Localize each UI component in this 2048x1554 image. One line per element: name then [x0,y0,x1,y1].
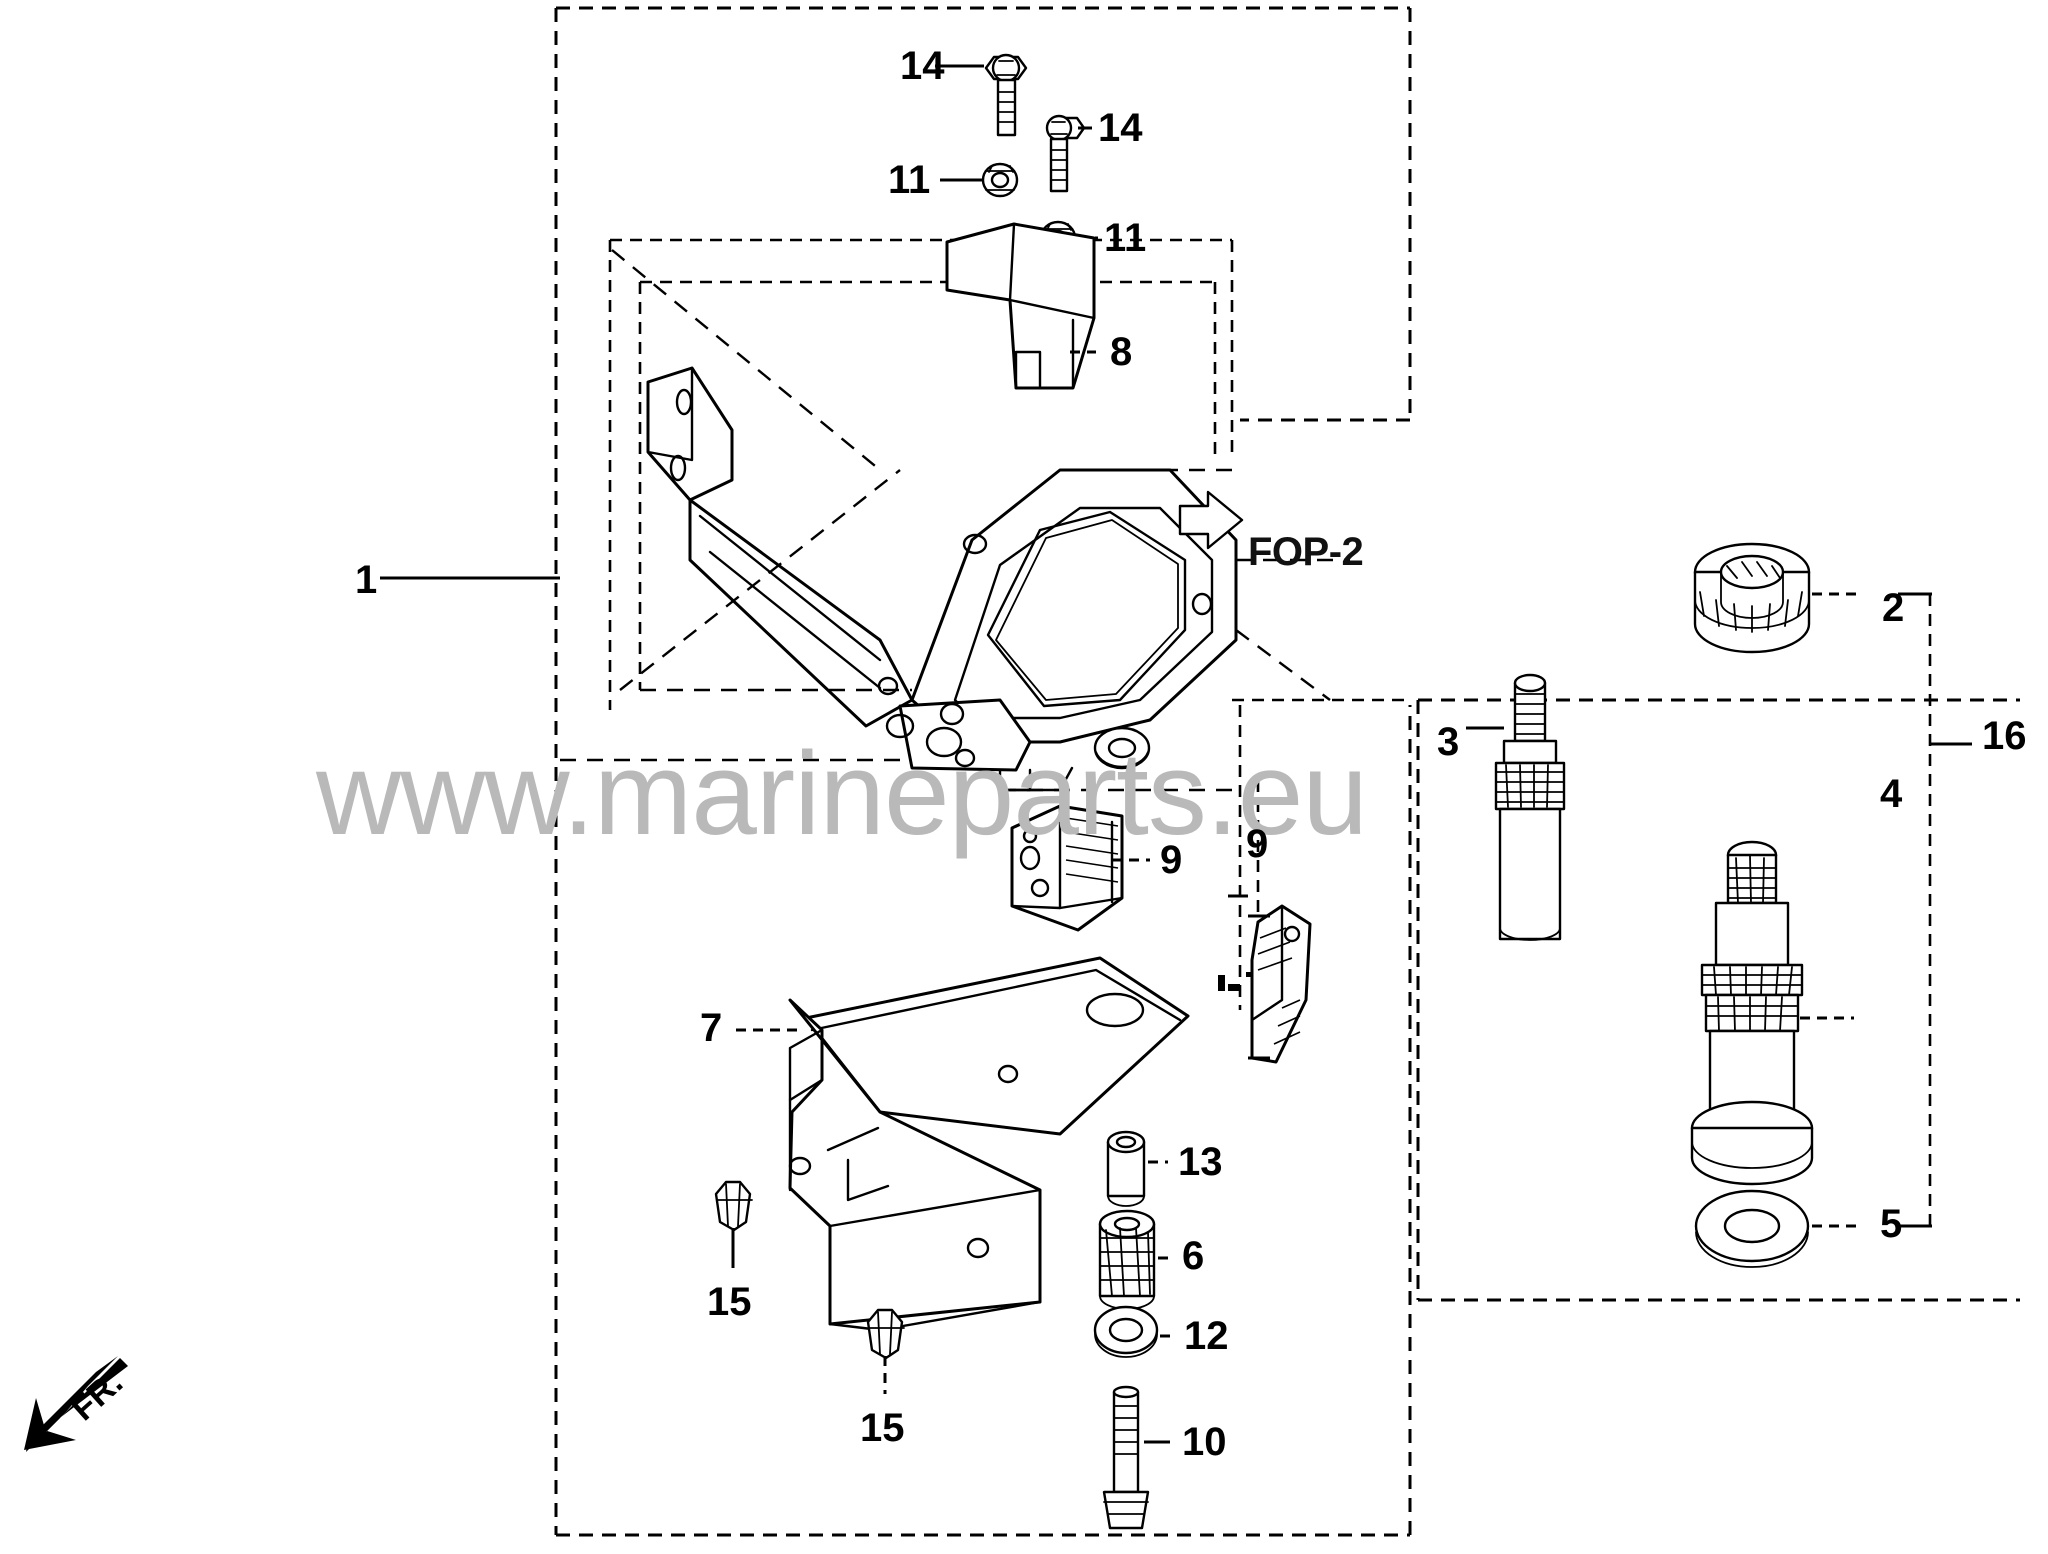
callout-6: 6 [1182,1234,1205,1278]
clip-left-15 [714,1180,753,1232]
front-direction-label: FR. [64,1363,131,1429]
callout-4: 4 [1880,772,1903,816]
frame-bracket-zone [608,238,1234,710]
frame-mid-divider [1232,698,1410,1010]
callout-11-left: 11 [888,158,931,202]
callout-1: 1 [355,558,378,602]
hex-bolt-right-14 [1045,114,1086,193]
flange-bolt-10 [1102,1385,1150,1530]
watermark-text: www.marineparts.eu [316,728,1368,860]
front-direction-arrow-icon [24,1356,128,1452]
callout-2: 2 [1882,586,1905,630]
collar-spacer-13 [1106,1130,1146,1207]
plain-washer-12 [1093,1305,1159,1358]
fop-reference-label: FOP-2 [1248,530,1364,574]
small-glyph-mark [1218,972,1251,991]
callout-7: 7 [700,1006,723,1050]
main-bracket-1 [646,366,1238,792]
callout-11-right: 11 [1104,216,1147,260]
fop-arrow-icon [1178,490,1244,550]
mount-bracket-lower-7 [788,956,1190,1332]
callout-9-right: 9 [1246,822,1269,866]
callout-15-left: 15 [707,1280,752,1324]
bracket-16 [1898,592,1972,1228]
angle-bracket-right-9 [1250,904,1312,1064]
callout-10: 10 [1182,1420,1227,1464]
callout-12: 12 [1184,1314,1229,1358]
clip-right-15 [866,1308,905,1360]
pivot-pin-short-3 [1494,673,1566,941]
collar-nut-2 [1693,542,1811,654]
hidden-construction-lines [560,249,1350,792]
callout-5: 5 [1880,1202,1903,1246]
frame-bracket-zone-inner [638,280,1217,690]
callout-3: 3 [1437,720,1460,764]
callout-9-left: 9 [1160,838,1183,882]
frame-upper-right [1240,8,1412,422]
cover-bracket-8 [945,222,1096,390]
angle-bracket-left-9 [1010,804,1124,932]
flange-nut-left-11 [981,162,1019,198]
callout-14-right: 14 [1098,106,1143,150]
washer-5 [1694,1189,1810,1268]
pivot-shaft-flanged-4 [1690,840,1814,1186]
callout-13: 13 [1178,1140,1223,1184]
callout-14-left: 14 [900,44,945,88]
callout-15-right: 15 [860,1406,905,1450]
hex-bolt-left-14 [984,53,1028,137]
ring-washer-top [1093,726,1151,770]
callout-16: 16 [1982,714,2027,758]
frame-main-left [554,6,1412,1537]
callout-8: 8 [1110,330,1133,374]
